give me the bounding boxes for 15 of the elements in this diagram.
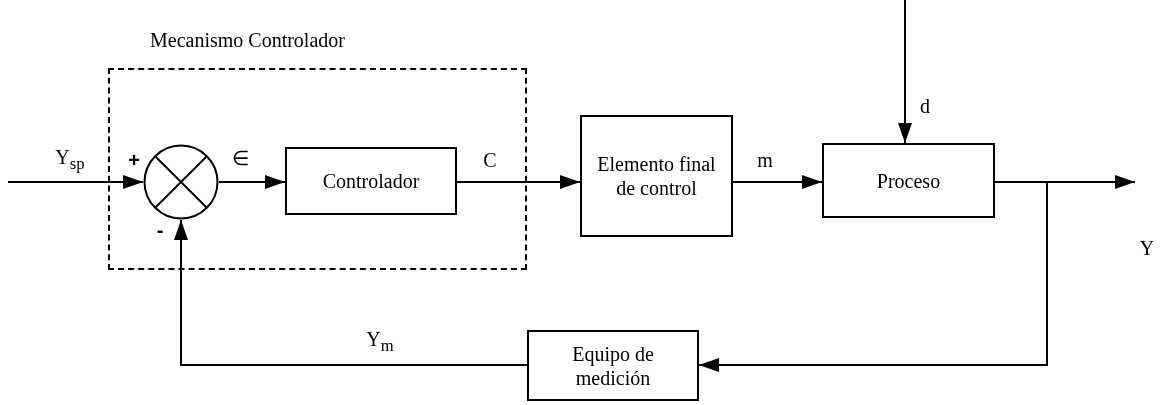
block-box: Proceso (822, 143, 995, 218)
block-box: Equipo de medición (527, 330, 699, 401)
arrow (698, 181, 1048, 372)
block-box: Controlador (285, 147, 457, 215)
arrow (218, 175, 286, 189)
block-box: Elemento final de control (580, 115, 733, 237)
arrow (456, 175, 581, 189)
group-heading: Mecanismo Controlador (150, 28, 345, 52)
arrow (898, 0, 912, 144)
sign-label: + (127, 149, 141, 171)
sign-label: - (155, 219, 165, 241)
summing-junction (143, 144, 219, 220)
arrow (732, 175, 823, 189)
arrow (174, 219, 528, 366)
arrow (7, 175, 144, 189)
